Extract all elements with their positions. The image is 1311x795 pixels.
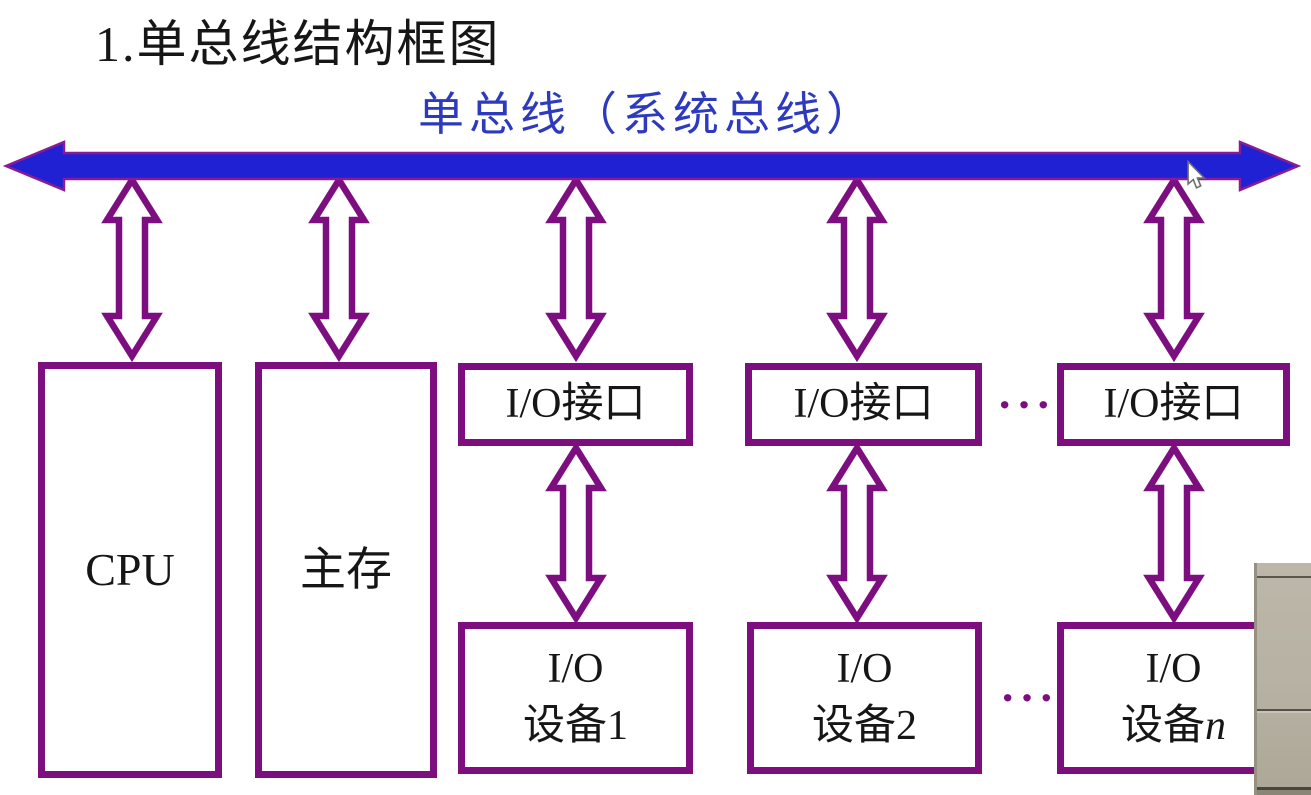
vertical-double-arrow-interface-2 — [826, 173, 888, 363]
page-title: 1.单总线结构框图 — [95, 16, 501, 72]
io-device-line1: I/O — [836, 646, 893, 693]
ellipsis-interfaces: ··· — [997, 379, 1056, 430]
video-overlay-corner — [1254, 563, 1311, 795]
overlay-wall-line — [1257, 709, 1311, 711]
overlay-wall-line — [1257, 790, 1311, 795]
io-device-line2: 设备2 — [811, 703, 917, 749]
io-interface-label: I/O接口 — [1103, 381, 1244, 428]
main-memory-label: 主存 — [300, 543, 392, 595]
vertical-double-arrow-memory — [308, 173, 370, 363]
io-interface-box-2: I/O接口 — [745, 363, 982, 446]
main-memory-box: 主存 — [255, 362, 437, 778]
io-device-line1: I/O — [547, 646, 604, 693]
io-device-line2: 设备n — [1120, 703, 1226, 749]
io-device-box-1: I/O 设备1 — [458, 622, 693, 774]
io-interface-label: I/O接口 — [793, 381, 934, 428]
cpu-label: CPU — [85, 543, 175, 595]
io-interface-box-1: I/O接口 — [458, 363, 693, 446]
io-device-line1: I/O — [1145, 646, 1202, 693]
io-interface-box-3: I/O接口 — [1057, 363, 1290, 446]
overlay-wall-line — [1257, 787, 1311, 790]
ellipsis-devices: ··· — [1000, 672, 1059, 723]
vertical-double-arrow-cpu — [101, 173, 163, 363]
mouse-cursor-icon — [1187, 160, 1206, 189]
vertical-double-arrow-interface-1 — [545, 173, 607, 363]
cpu-box: CPU — [38, 362, 222, 778]
vertical-double-arrow-device-2 — [826, 441, 888, 625]
io-device-box-n: I/O 设备n — [1057, 622, 1290, 774]
device-n-variable: n — [1205, 703, 1226, 749]
io-interface-label: I/O接口 — [505, 381, 646, 428]
vertical-double-arrow-device-1 — [545, 441, 607, 625]
io-device-box-2: I/O 设备2 — [747, 622, 982, 774]
system-bus-arrow — [2, 140, 1302, 192]
io-device-line2: 设备1 — [522, 703, 628, 749]
vertical-double-arrow-interface-3 — [1143, 173, 1205, 363]
bus-label: 单总线（系统总线） — [418, 89, 877, 140]
overlay-wall-line — [1257, 576, 1311, 578]
vertical-double-arrow-device-n — [1143, 441, 1205, 625]
